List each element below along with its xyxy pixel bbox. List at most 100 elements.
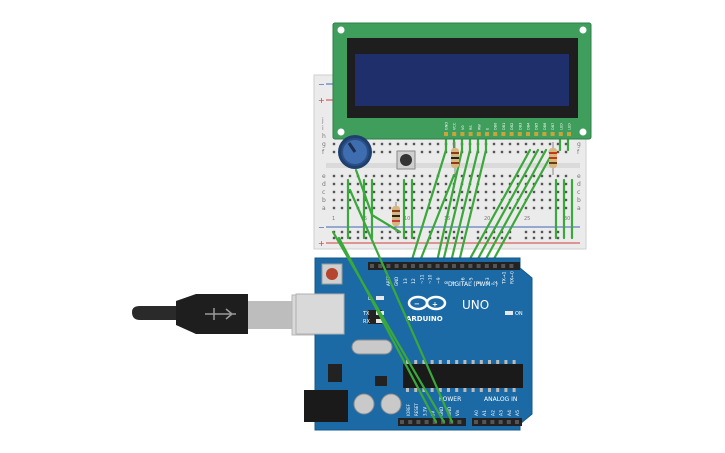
header-hole [457,420,462,424]
breadboard-hole [412,198,416,202]
breadboard-hole [548,142,552,146]
breadboard-hole [500,182,504,186]
rail-hole [388,230,392,234]
lcd-pin [534,132,539,136]
lcd-pin [550,132,555,136]
header-hole [411,264,415,268]
header-hole [460,264,465,268]
breadboard-hole [492,190,496,194]
usb-symbol-icon [205,308,236,320]
breadboard-hole [500,174,504,178]
rail-hole [364,230,368,234]
resistor-1-band [451,152,459,154]
breadboard-hole [532,142,536,146]
breadboard-hole [548,198,552,202]
rail-plus-top: + [318,96,325,105]
chip-leg [479,360,483,364]
wire [440,148,472,268]
rail-hole [476,236,480,240]
rail-hole [500,236,504,240]
wire [488,148,556,268]
rail-hole [548,236,552,240]
breadboard-hole [340,190,344,194]
breadboard-hole [564,198,568,202]
digital-pin-label: 4 [477,281,483,284]
rail-hole [340,236,344,240]
lcd-pin-label: DB0 [494,123,498,130]
rail-hole [540,236,544,240]
pushbutton-icon[interactable] [400,154,412,166]
breadboard-hole [420,206,424,210]
breadboard-hole [420,190,424,194]
breadboard-hole [340,182,344,186]
row-letter: h [322,133,326,140]
header-hole [424,420,429,424]
chip-leg [447,388,450,392]
header-hole [402,264,407,268]
analog-pin-label: A2 [490,410,496,416]
breadboard-hole [372,174,376,178]
breadboard-hole [516,190,520,194]
wire [416,173,456,268]
header-hole [408,420,413,424]
rail-minus-bottom: − [318,223,325,232]
led-tx-label: TX [362,311,370,317]
breadboard-hole [516,174,520,178]
rail-hole [556,236,560,240]
breadboard-hole [524,150,528,154]
header-hole [498,420,503,424]
aref-label: AREF [386,275,391,286]
row-letter: e [322,173,326,180]
rail-hole [412,236,416,240]
column-number: 25 [524,216,530,222]
resistor-1-band-2 [451,157,459,159]
header-hole [515,420,519,424]
chip-leg [438,360,442,364]
lcd-pin-label: RS [469,125,473,130]
row-letter: d [577,181,581,188]
row-letter: e [577,173,581,180]
breadboard-hole [380,174,384,178]
breadboard-hole [500,190,504,194]
breadboard-hole [388,182,392,186]
rail-hole [484,236,488,240]
breadboard-hole [532,150,536,154]
column-number: 5 [364,216,367,222]
led-l-label: L [368,296,371,302]
breadboard-hole [364,206,368,210]
breadboard-hole [388,198,392,202]
chip-leg [504,388,508,392]
lcd-pin [444,132,448,136]
lcd-mount-hole-tr [579,26,587,34]
digital-pin-label: TX→1 [501,271,507,285]
rail-hole [380,236,384,240]
breadboard-hole [372,198,376,202]
power-pin-label: Vin [455,409,460,416]
lcd-pin-label: GND [445,122,449,130]
breadboard-hole [380,198,384,202]
pushbutton[interactable] [396,150,416,170]
rail-hole [540,230,544,234]
potentiometer[interactable] [338,135,372,169]
gnd-label: GND [394,277,399,286]
chip-leg [406,388,409,392]
breadboard-hole [548,206,552,210]
rail-hole [460,230,464,234]
rail-hole [356,230,360,234]
lcd-pin-label: DB3 [518,123,522,130]
row-letter: a [577,205,581,212]
breadboard-hole [420,198,424,202]
breadboard-hole [356,182,360,186]
reset-button-icon[interactable] [326,268,338,280]
voltage-regulator [328,364,342,382]
lcd-pin [460,132,465,136]
breadboard-hole [372,190,376,194]
breadboard-hole [380,150,384,154]
wire [464,148,532,268]
digital-pin-label: 12 [411,278,417,284]
header-hole [501,264,506,268]
chip-leg [422,388,426,392]
chip-leg [471,360,475,364]
